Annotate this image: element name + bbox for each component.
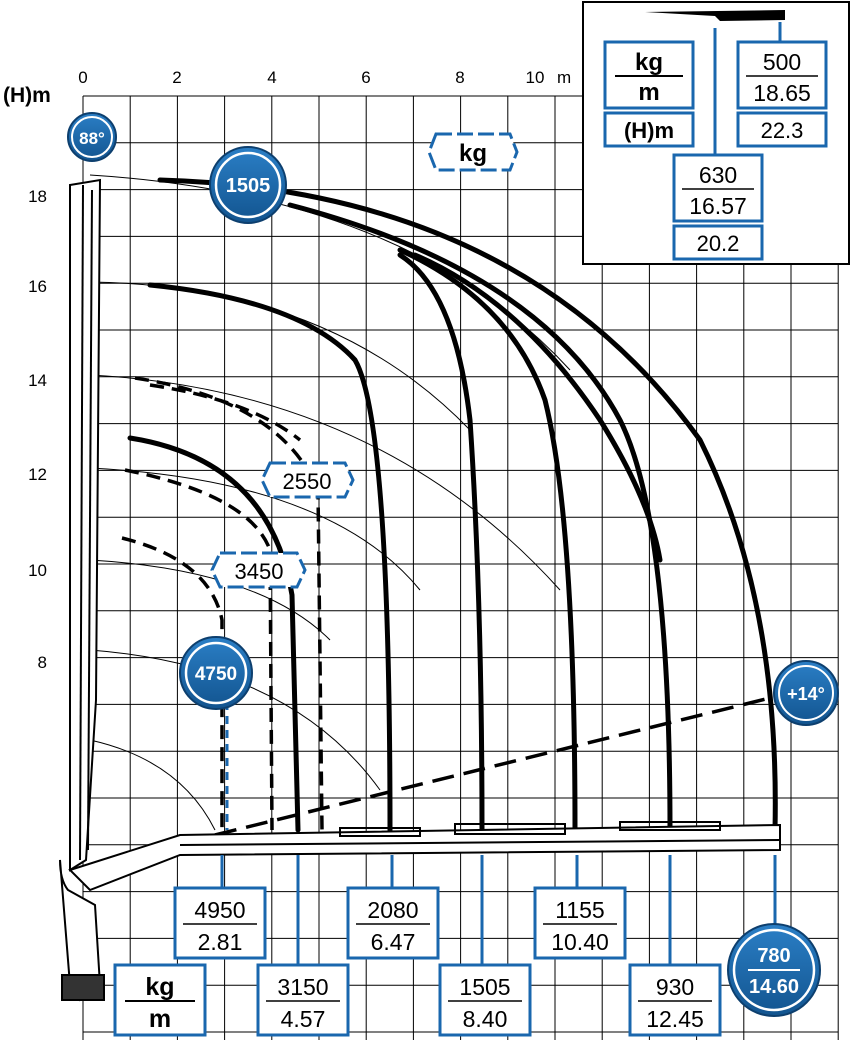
capacity-box-930: 930 12.45 bbox=[628, 963, 722, 1037]
capacity-box-3150: 3150 4.57 bbox=[256, 963, 350, 1037]
axis-labels: (H)m m 0 2 4 6 8 10 18 16 14 12 10 8 bbox=[3, 68, 571, 672]
load-curve-tail bbox=[412, 252, 663, 563]
legend-sample2-kg: 630 bbox=[699, 162, 737, 188]
angle-badge-min: +14° bbox=[773, 660, 839, 726]
svg-text:14.60: 14.60 bbox=[749, 976, 799, 998]
svg-text:+14°: +14° bbox=[787, 684, 825, 704]
svg-text:3450: 3450 bbox=[235, 559, 284, 584]
dashed-curve-4950 bbox=[121, 536, 224, 830]
svg-text:6.47: 6.47 bbox=[371, 929, 416, 955]
legend-panel: kg m (H)m 500 18.65 22.3 630 16.57 20.2 bbox=[582, 1, 850, 265]
svg-text:kg: kg bbox=[145, 973, 174, 1001]
y-tick-18: 18 bbox=[28, 187, 47, 206]
legend-m: m bbox=[638, 79, 659, 106]
svg-text:10.40: 10.40 bbox=[551, 929, 609, 955]
y-tick-14: 14 bbox=[28, 371, 47, 390]
svg-text:1505: 1505 bbox=[459, 974, 510, 1000]
svg-text:1155: 1155 bbox=[555, 897, 604, 923]
legend-sample1-kg: 500 bbox=[763, 49, 801, 75]
reach-arc-6 bbox=[89, 649, 381, 791]
svg-text:kg: kg bbox=[459, 140, 487, 167]
capacity-box-1155: 1155 10.40 bbox=[533, 886, 627, 960]
capacity-box-1505: 1505 8.40 bbox=[438, 963, 532, 1037]
unit-box: kg m bbox=[113, 963, 207, 1037]
legend-sample2-m: 16.57 bbox=[689, 193, 747, 219]
svg-text:4750: 4750 bbox=[195, 664, 237, 685]
x-tick-10: 10 bbox=[526, 68, 545, 87]
svg-text:1505: 1505 bbox=[226, 175, 271, 197]
x-tick-2: 2 bbox=[172, 68, 181, 87]
y-tick-8: 8 bbox=[38, 653, 47, 672]
dashed-curve-top bbox=[149, 383, 302, 442]
x-tick-0: 0 bbox=[78, 68, 87, 87]
x-tick-6: 6 bbox=[361, 68, 370, 87]
svg-text:m: m bbox=[149, 1005, 171, 1033]
load-curve-1155 bbox=[397, 247, 578, 833]
svg-text:4950: 4950 bbox=[194, 897, 245, 923]
svg-text:12.45: 12.45 bbox=[646, 1006, 704, 1032]
x-axis-unit: m bbox=[557, 68, 571, 87]
angle-badge-max: 88° bbox=[67, 112, 117, 162]
reach-arc-4 bbox=[89, 467, 421, 591]
load-curves bbox=[127, 177, 778, 833]
capacity-box-2080: 2080 6.47 bbox=[346, 886, 440, 960]
load-curve-780 bbox=[157, 177, 778, 833]
tag-2550: 2550 bbox=[260, 461, 355, 499]
reach-arc-7 bbox=[89, 739, 216, 831]
y-tick-16: 16 bbox=[28, 277, 47, 296]
svg-text:4.57: 4.57 bbox=[281, 1006, 326, 1032]
svg-text:2080: 2080 bbox=[367, 897, 418, 923]
svg-text:3150: 3150 bbox=[277, 974, 328, 1000]
legend-sample1-m: 18.65 bbox=[753, 80, 811, 106]
legend-h: (H)m bbox=[624, 118, 674, 143]
load-curve-930 bbox=[287, 202, 673, 833]
load-badge-780: 780 14.60 bbox=[727, 923, 821, 1017]
svg-text:8.40: 8.40 bbox=[463, 1006, 508, 1032]
svg-text:88°: 88° bbox=[79, 129, 105, 148]
svg-text:2.81: 2.81 bbox=[198, 929, 243, 955]
x-tick-8: 8 bbox=[455, 68, 464, 87]
svg-text:780: 780 bbox=[757, 945, 790, 967]
svg-text:2550: 2550 bbox=[283, 469, 332, 494]
legend-kg: kg bbox=[635, 49, 663, 76]
svg-text:930: 930 bbox=[656, 974, 694, 1000]
y-tick-10: 10 bbox=[28, 561, 47, 580]
tag-kg: kg bbox=[427, 132, 519, 172]
crane-boom bbox=[59, 178, 781, 1002]
tag-3450: 3450 bbox=[210, 551, 307, 589]
y-axis-title: (H)m bbox=[3, 84, 51, 107]
load-badge-1505: 1505 bbox=[209, 146, 287, 224]
load-curve-2080 bbox=[147, 282, 393, 833]
load-curve-1505 bbox=[397, 252, 485, 833]
dashed-curve-3450 bbox=[124, 468, 274, 831]
legend-sample1-h: 22.3 bbox=[761, 118, 804, 143]
capacity-box-4950: 4950 2.81 bbox=[173, 886, 267, 960]
leader-lines bbox=[220, 702, 777, 965]
load-badge-4750: 4750 bbox=[179, 636, 253, 710]
legend-sample2-h: 20.2 bbox=[697, 231, 740, 256]
reach-arcs bbox=[89, 174, 571, 831]
x-tick-4: 4 bbox=[267, 68, 276, 87]
y-tick-12: 12 bbox=[28, 465, 47, 484]
